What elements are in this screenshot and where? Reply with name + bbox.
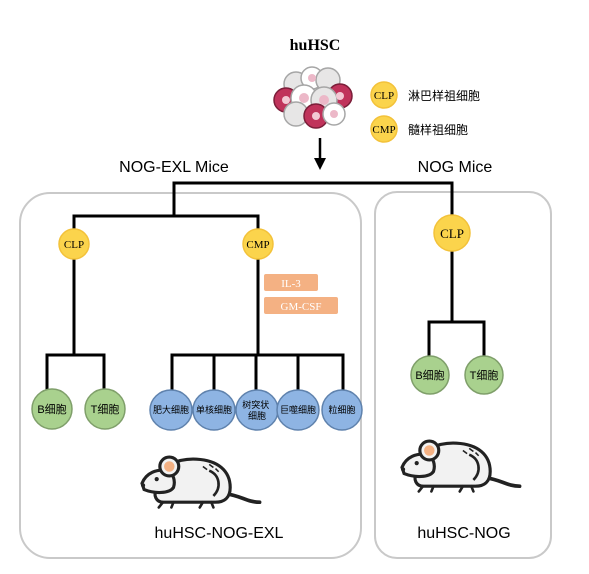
right-panel-footer: huHSC-NOG (417, 525, 510, 542)
factor-il3-tag: IL-3 (264, 274, 318, 291)
mast-cell-label: 肥大细胞 (153, 404, 189, 415)
mast-cell-node: 肥大细胞 (149, 389, 193, 431)
monocyte-node: 单核细胞 (192, 389, 236, 431)
legend-cmp: CMP 髓样祖细胞 (370, 115, 468, 143)
left-b-cell-label: B细胞 (37, 403, 66, 416)
left-clp-node: CLP (58, 228, 90, 260)
granulocyte-node: 粒细胞 (321, 389, 363, 431)
legend-clp-abbr: CLP (374, 90, 394, 102)
left-panel-frame (19, 192, 362, 559)
factor-il3-label: IL-3 (281, 278, 301, 290)
dendritic-cell-node: 树突状 细胞 (235, 389, 279, 431)
left-cmp-node: CMP (242, 228, 274, 260)
right-clp-node: CLP (433, 214, 471, 252)
right-b-cell-node: B细胞 (410, 355, 450, 395)
left-cmp-label: CMP (246, 239, 269, 251)
legend-cmp-label: 髓样祖细胞 (408, 122, 468, 137)
legend-clp-label: 淋巴样祖细胞 (408, 88, 480, 103)
left-panel-header: NOG-EXL Mice (119, 159, 229, 176)
right-panel-frame (374, 191, 552, 559)
down-arrow-icon (314, 138, 326, 170)
granulocyte-label: 粒细胞 (328, 404, 355, 415)
left-t-cell-label: T细胞 (91, 403, 120, 416)
legend-cmp-badge (370, 115, 398, 143)
right-clp-label: CLP (440, 226, 464, 241)
factor-gmcsf-label: GM-CSF (281, 301, 322, 313)
left-mouse-icon (139, 455, 262, 510)
right-mouse-icon (399, 439, 522, 494)
right-t-cell-label: T细胞 (470, 369, 499, 382)
right-t-cell-node: T细胞 (464, 355, 504, 395)
left-clp-label: CLP (64, 239, 84, 251)
left-b-cell-node: B细胞 (31, 388, 73, 430)
dendritic-cell-label: 树突状 细胞 (242, 399, 272, 421)
connector-lines (45, 181, 486, 396)
macrophage-node: 巨噬细胞 (276, 389, 320, 431)
left-panel-footer: huHSC-NOG-EXL (155, 525, 284, 542)
legend-clp: CLP 淋巴样祖细胞 (370, 81, 480, 109)
legend-cmp-abbr: CMP (372, 124, 395, 136)
macrophage-label: 巨噬细胞 (280, 404, 316, 415)
factor-gmcsf-tag: GM-CSF (264, 297, 338, 314)
right-b-cell-label: B细胞 (415, 369, 444, 382)
monocyte-label: 单核细胞 (196, 404, 232, 415)
hsc-cell-cluster-icon (273, 66, 353, 129)
right-panel-header: NOG Mice (418, 159, 493, 176)
hsc-title: huHSC (290, 37, 341, 54)
legend-clp-badge (370, 81, 398, 109)
left-t-cell-node: T细胞 (84, 388, 126, 430)
